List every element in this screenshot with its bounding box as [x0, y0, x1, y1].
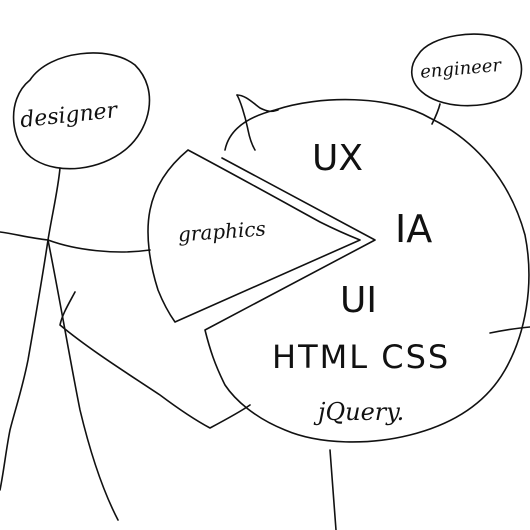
main-pie-outline [204, 98, 530, 443]
designer-right-arm [47, 239, 151, 253]
designer-label: designer [19, 98, 120, 133]
ia-label: IA [395, 207, 432, 251]
jquery-label: jQuery. [313, 398, 404, 426]
main-pie [204, 94, 530, 530]
engineer-neck [431, 103, 441, 125]
ux-label: UX [312, 138, 363, 179]
engineer-label: engineer [419, 55, 503, 83]
engineer-body-line [329, 449, 337, 530]
designer-neck [47, 167, 61, 241]
pie-top-flick [236, 94, 256, 151]
designer-head-bubble [12, 52, 151, 170]
designer-figure [0, 52, 151, 521]
engineer-right-arm [489, 326, 530, 334]
designer-body [0, 239, 49, 491]
graphics-slice-outline [147, 149, 361, 323]
engineer-figure [410, 33, 523, 125]
graphics-label: graphics [177, 216, 266, 246]
engineer-head-bubble [410, 33, 523, 107]
pie-top-flick-tip [236, 94, 279, 113]
designer-leg [47, 239, 119, 521]
graphics-slice [147, 149, 361, 323]
designer-left-arm [0, 231, 49, 241]
html-css-label: HTML CSS [272, 338, 450, 376]
designer-lower-arm [59, 291, 251, 429]
ui-label: UI [340, 280, 377, 321]
